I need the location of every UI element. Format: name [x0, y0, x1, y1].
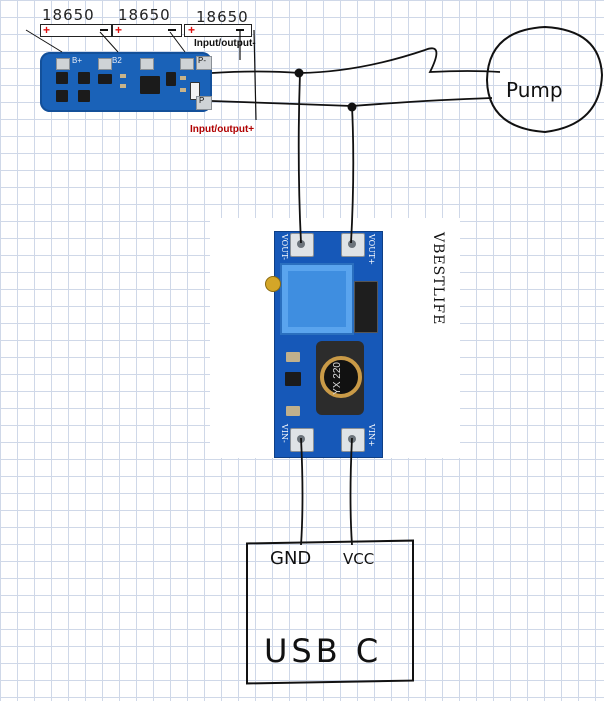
p-terminal: [196, 96, 212, 110]
usb-c-title: USB C: [264, 632, 383, 670]
smd-component: [286, 406, 300, 416]
bms-pad: [98, 58, 112, 70]
smd-component: [120, 74, 126, 78]
pump-label: Pump: [506, 78, 563, 102]
bms-output-plus-label: Input/output+: [190, 124, 255, 135]
vin-minus-wire: [300, 437, 304, 546]
smd-component: [180, 88, 186, 92]
cell-2-plus-icon: +: [115, 23, 123, 37]
cell-3-label: 18650: [196, 8, 249, 26]
vin-minus-label: VIN-: [280, 424, 289, 443]
bms-board: B+ B2 P- P: [40, 52, 212, 112]
cell-1-minus-icon: [100, 29, 108, 31]
bms-resistor: [190, 82, 200, 100]
cell-1-body: [40, 24, 112, 37]
p-minus-terminal: [196, 56, 212, 70]
cell-3-plus-icon: +: [188, 23, 196, 37]
cell-2-body: [112, 24, 182, 37]
mosfet-chip: [98, 74, 112, 84]
bms-pad-label-p: P: [199, 96, 205, 105]
vout-minus-wire: [297, 72, 302, 244]
vout-plus-wire: [350, 105, 355, 244]
cell-2-label: 18650: [118, 6, 171, 24]
bms-pad: [140, 58, 154, 70]
smd-component: [286, 352, 300, 362]
boost-ic-chip: [285, 372, 301, 386]
negative-wire: [211, 47, 501, 74]
potentiometer: [280, 263, 354, 335]
pump-circle: [485, 25, 604, 134]
bms-pad-label-b2: B2: [112, 56, 122, 65]
smd-component: [180, 76, 186, 80]
smd-component: [120, 84, 126, 88]
pad-hole: [348, 240, 356, 248]
bms-pad: [180, 58, 194, 70]
bms-pad-label-pminus: P-: [198, 56, 206, 65]
cell-2-minus-icon: [168, 29, 176, 31]
mosfet-chip: [78, 72, 90, 84]
vcc-label: VCC: [343, 550, 375, 568]
cell-3-body: [184, 24, 252, 37]
mosfet-chip: [56, 72, 68, 84]
potentiometer-screw-icon: [265, 276, 281, 292]
cell-1-plus-icon: +: [43, 23, 51, 37]
junction-dot: [294, 68, 304, 78]
vin-plus-wire: [349, 437, 353, 546]
bms-pad-label-bplus: B+: [72, 56, 83, 65]
bms-ic-chip: [140, 76, 160, 94]
bms-pad: [56, 58, 70, 70]
vout-plus-label: VOUT+: [367, 234, 376, 265]
vin-plus-label: VIN+: [367, 424, 376, 447]
mosfet-chip: [56, 90, 68, 102]
pad-hole: [297, 240, 305, 248]
gnd-label: GND: [270, 548, 312, 569]
inductor-core: [320, 356, 362, 398]
cell-lead-line: [169, 31, 186, 53]
cell-lead-line: [253, 29, 257, 121]
bms-ic-chip: [166, 72, 176, 86]
brand-label: VBESTLIFE: [430, 232, 446, 326]
bms-output-minus-label: Input/output-: [194, 38, 256, 49]
mosfet-chip: [78, 90, 90, 102]
vout-minus-label: VOUT-: [280, 234, 289, 260]
cell-lead-line: [99, 31, 119, 53]
cell-lead-line: [25, 29, 63, 53]
cell-1-label: 18650: [42, 6, 95, 24]
junction-dot: [347, 102, 357, 112]
boost-diode: [354, 281, 378, 333]
